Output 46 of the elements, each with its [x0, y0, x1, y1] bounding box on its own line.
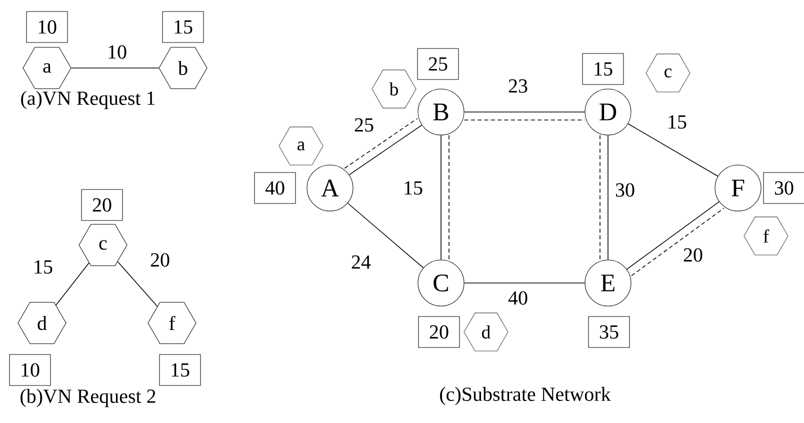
- edge-label: 40: [506, 290, 530, 306]
- caption: (c)Substrate Network: [440, 386, 611, 406]
- caption: (a)VN Request 1: [21, 90, 155, 110]
- capacity-box: 35: [588, 316, 630, 348]
- dashed-path-line: [631, 208, 724, 276]
- capacity-box: 10: [9, 354, 51, 386]
- capacity-box: 20: [81, 189, 123, 221]
- edge-label: 20: [682, 246, 704, 264]
- link-line: [117, 261, 158, 307]
- edge-label: 20: [148, 252, 172, 268]
- dashed-path-line: [448, 134, 450, 260]
- edge-label: 15: [402, 180, 424, 196]
- edge-label: 25: [352, 116, 376, 134]
- virtual-node-hexagon: d: [18, 302, 66, 344]
- link-line: [464, 282, 586, 284]
- caption: (b)VN Request 2: [20, 388, 156, 408]
- capacity-box: 15: [159, 354, 201, 386]
- dashed-path-line: [344, 118, 418, 169]
- capacity-box: 15: [162, 11, 204, 43]
- link-line: [626, 201, 720, 270]
- virtual-node-hexagon: a: [22, 46, 72, 90]
- capacity-box: 15: [582, 53, 624, 85]
- link-line: [56, 262, 90, 306]
- mapped-node-hexagon: b: [372, 70, 416, 108]
- link-line: [348, 124, 422, 176]
- capacity-box: 30: [763, 172, 804, 204]
- edge-label: 15: [666, 114, 688, 130]
- link-line: [347, 202, 424, 268]
- virtual-node-hexagon: f: [148, 302, 196, 344]
- edge-label: 30: [614, 182, 636, 198]
- link-line: [628, 123, 718, 177]
- mapped-node-hexagon: f: [744, 216, 788, 256]
- virtual-node-hexagon: c: [78, 224, 128, 266]
- capacity-box: 20: [418, 316, 460, 348]
- mapped-node-hexagon: d: [464, 312, 508, 352]
- edge-label: 10: [106, 44, 128, 60]
- link-line: [440, 134, 442, 260]
- capacity-box: 10: [26, 11, 68, 43]
- edge-label: 23: [506, 78, 530, 94]
- capacity-box: 25: [417, 48, 459, 80]
- capacity-box: 40: [254, 172, 296, 204]
- mapped-node-hexagon: a: [278, 126, 324, 166]
- mapped-node-hexagon: c: [646, 54, 690, 92]
- edge-label: 15: [32, 258, 54, 276]
- virtual-node-hexagon: b: [158, 46, 208, 90]
- edge-label: 24: [350, 254, 372, 270]
